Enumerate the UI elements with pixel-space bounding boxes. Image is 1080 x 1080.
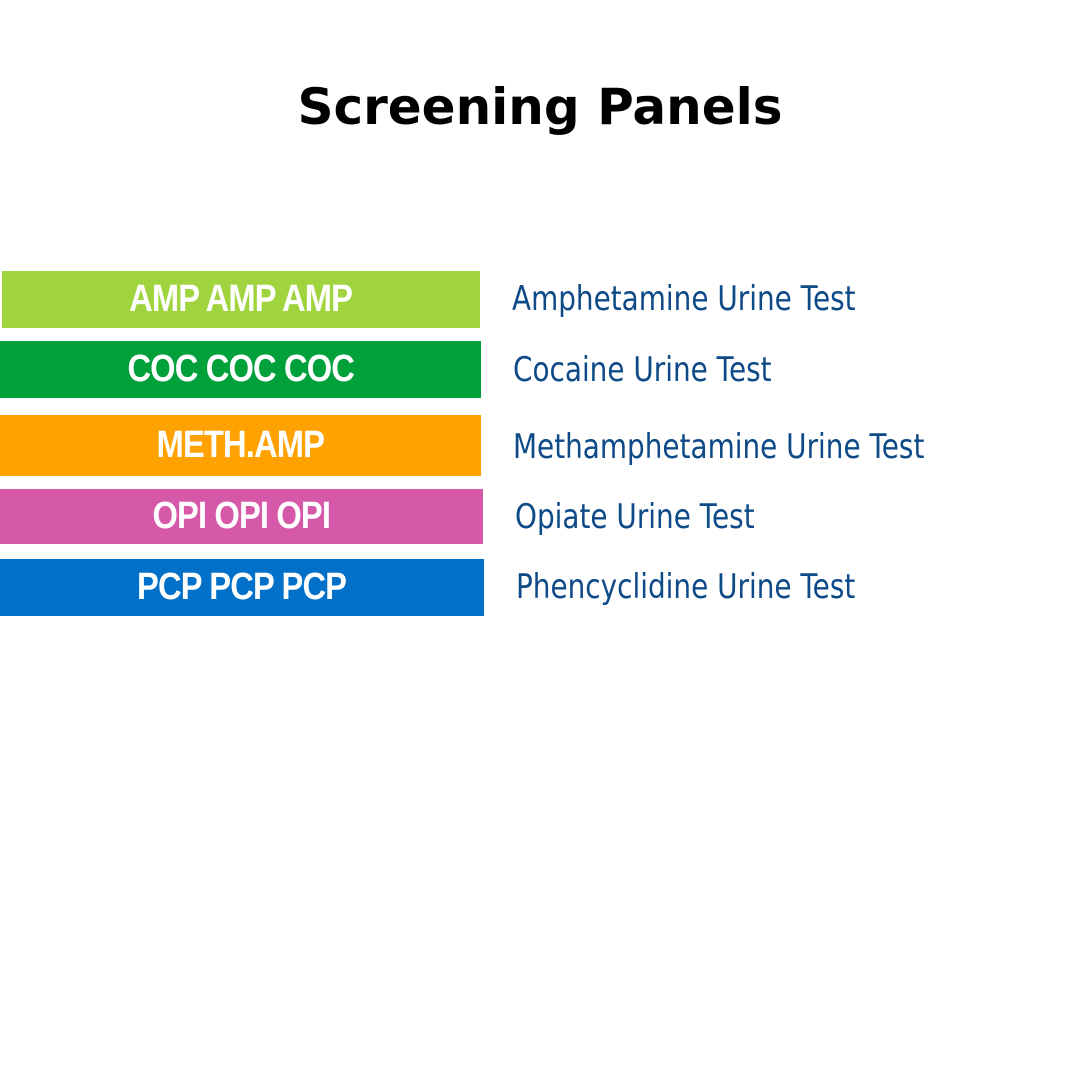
panel-description: Amphetamine Urine Test xyxy=(512,279,856,319)
panel-code: AMP AMP AMP xyxy=(129,278,354,320)
panel-code: METH.AMP xyxy=(156,424,325,466)
panel-code: OPI OPI OPI xyxy=(152,495,331,537)
panel-description: Phencyclidine Urine Test xyxy=(516,567,856,607)
panel-band-coc: COC COC COC xyxy=(0,341,481,398)
panel-description: Methamphetamine Urine Test xyxy=(513,427,925,467)
panel-description: Cocaine Urine Test xyxy=(513,350,772,390)
panel-band-meth: METH.AMP xyxy=(0,415,481,476)
panel-band-opi: OPI OPI OPI xyxy=(0,489,483,544)
panel-description: Opiate Urine Test xyxy=(515,497,755,537)
panel-code: COC COC COC xyxy=(127,348,354,390)
panel-band-amp: AMP AMP AMP xyxy=(2,271,480,328)
page-title: Screening Panels xyxy=(297,78,783,136)
panel-band-pcp: PCP PCP PCP xyxy=(0,559,484,616)
panel-code: PCP PCP PCP xyxy=(137,566,347,608)
